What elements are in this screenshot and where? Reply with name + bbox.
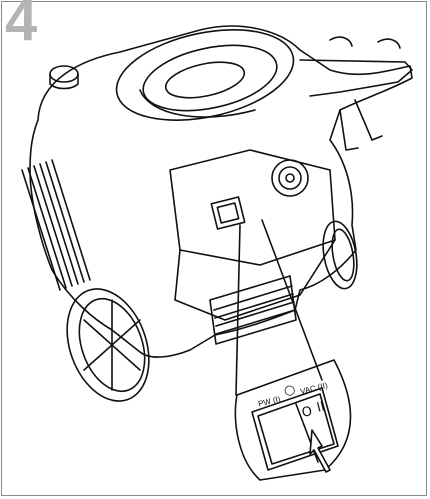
pointer-arrow	[309, 429, 331, 473]
lid-dome	[115, 29, 295, 121]
step-number: 4	[5, 0, 37, 53]
large-wheel	[66, 288, 150, 402]
handle	[299, 59, 413, 97]
body-power-switch	[210, 196, 246, 230]
side-vents	[21, 159, 91, 291]
switch-callout-inset	[234, 359, 352, 481]
front-panel	[169, 149, 336, 266]
rear-grille	[209, 275, 297, 345]
body-outline	[29, 25, 413, 358]
callout-line	[235, 219, 323, 396]
lid-inner	[142, 44, 278, 112]
right-wheel	[322, 220, 358, 290]
control-knob	[271, 159, 309, 197]
